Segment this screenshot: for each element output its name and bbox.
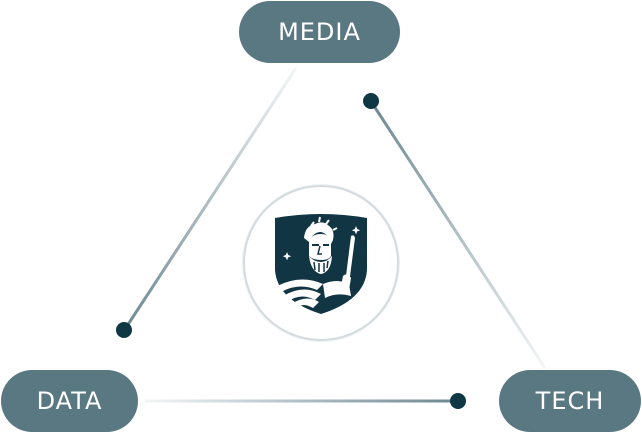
line-media-data (125, 67, 298, 327)
dot-data-tech (450, 393, 466, 409)
crest-icon (275, 214, 367, 314)
data-label: DATA (36, 387, 103, 415)
data-node: DATA (1, 370, 138, 432)
media-node: MEDIA (239, 1, 400, 63)
line-media-tech (372, 105, 547, 369)
media-label: MEDIA (278, 18, 361, 46)
tech-node: TECH (499, 370, 641, 432)
dot-media-data (116, 322, 132, 338)
dot-media-tech (363, 93, 379, 109)
tech-label: TECH (535, 387, 605, 415)
